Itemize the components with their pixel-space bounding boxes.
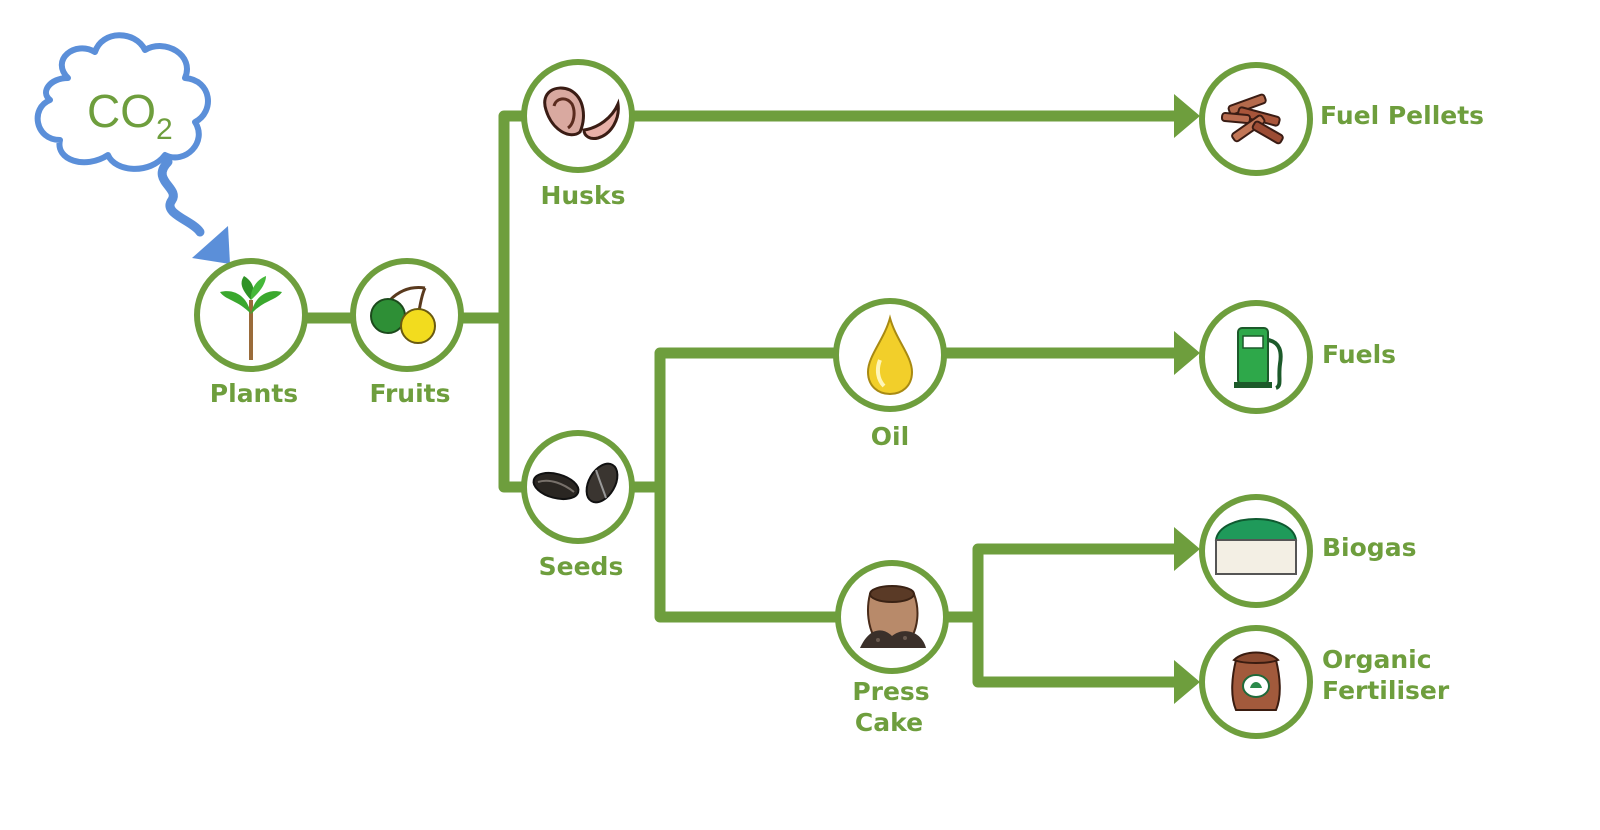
seeds-icon	[532, 462, 619, 504]
oil-drop-icon	[866, 314, 914, 396]
sprout-icon	[220, 276, 282, 360]
label-plants: Plants	[210, 379, 298, 408]
label-seeds: Seeds	[539, 552, 624, 581]
fertiliser-sack-icon	[1231, 651, 1281, 711]
co2-cloud: CO2	[34, 32, 230, 264]
connector-split-seeds	[498, 318, 524, 493]
flow-connectors	[306, 110, 1176, 688]
label-fuel-pellets: Fuel Pellets	[1320, 101, 1484, 130]
label-organic-fertiliser-line1: Organic	[1322, 645, 1432, 674]
connector-press-cake-fertiliser	[972, 617, 1176, 688]
fuel-pump-icon	[1234, 327, 1283, 390]
arrowheads	[1174, 94, 1200, 704]
press-cake-icon	[860, 585, 926, 648]
arrowhead-organic-fertiliser	[1174, 660, 1200, 704]
cloud-outline	[34, 32, 211, 172]
label-biogas: Biogas	[1322, 533, 1416, 562]
connector-seeds-press-cake	[654, 487, 838, 623]
label-press-cake-line2: Cake	[855, 708, 923, 737]
label-organic-fertiliser-line2: Fertiliser	[1322, 676, 1450, 705]
pellets-icon	[1220, 93, 1284, 145]
arrowhead-biogas	[1174, 527, 1200, 571]
co2-label: CO2	[87, 85, 173, 146]
connector-press-cake-biogas	[972, 543, 1176, 617]
label-oil: Oil	[871, 422, 909, 451]
fruits-icon	[370, 286, 436, 344]
co2-arrow-head	[192, 226, 230, 264]
husks-icon	[543, 86, 620, 140]
biogas-tank-icon	[1214, 518, 1298, 575]
label-press-cake-line1: Press	[852, 677, 929, 706]
connector-split-husks	[498, 110, 524, 318]
arrowhead-fuel-pellets	[1174, 94, 1200, 138]
label-fuels: Fuels	[1322, 340, 1396, 369]
co2-arrow-shaft	[157, 157, 205, 237]
label-fruits: Fruits	[369, 379, 450, 408]
connector-seeds-oil	[654, 347, 836, 487]
arrowhead-fuels	[1174, 331, 1200, 375]
label-husks: Husks	[540, 181, 625, 210]
